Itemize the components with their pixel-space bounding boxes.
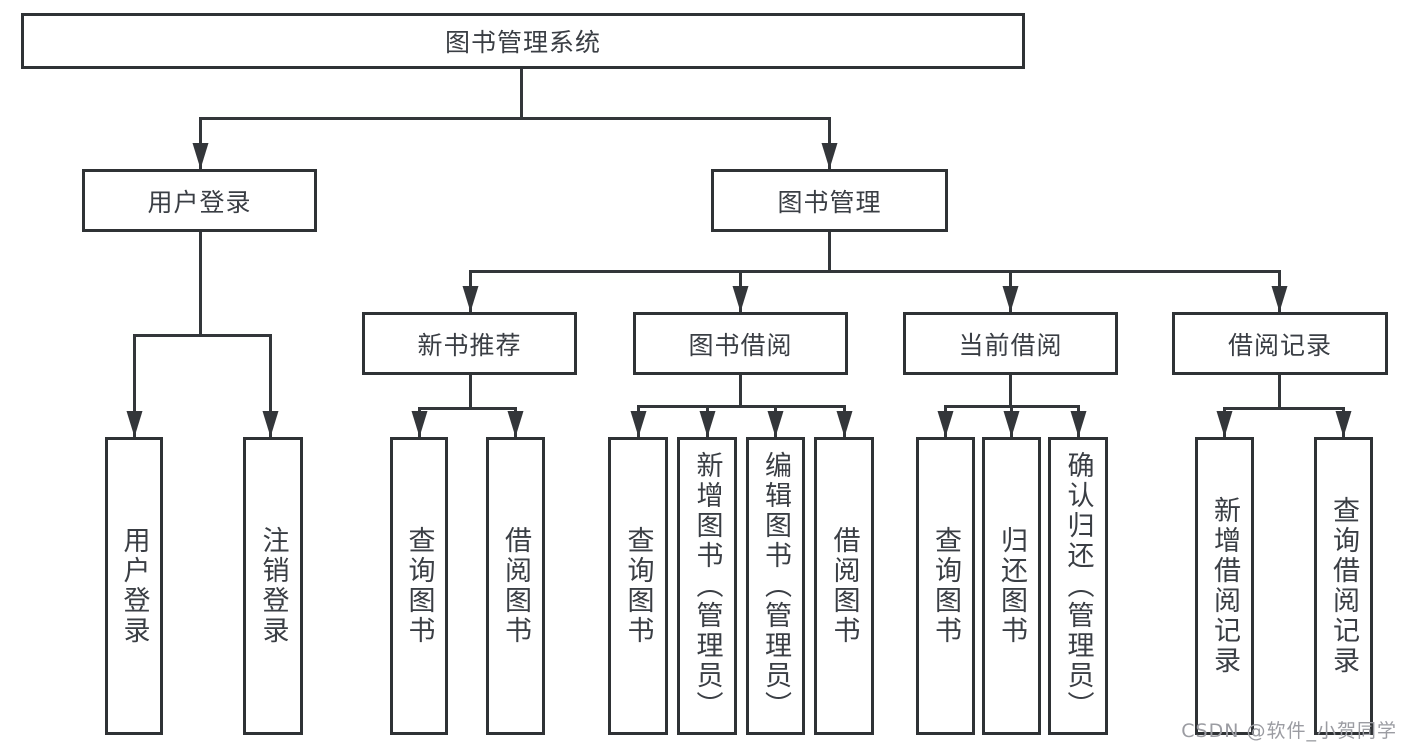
connector-book-management-to-level3 (462, 232, 1288, 312)
node-label: 新书推荐 (417, 330, 522, 360)
leaf-label: 查询借阅记录 (1328, 496, 1359, 676)
leaf-label: 借阅图书 (500, 526, 531, 646)
leaf-return-books: 归还图书 (982, 437, 1041, 735)
node-label: 当前借阅 (958, 330, 1063, 360)
arrowhead (836, 411, 853, 437)
arrowhead (262, 411, 279, 437)
leaf-add-books-admin: 新增图书（管理员） (677, 437, 737, 735)
leaf-label: 归还图书 (996, 526, 1027, 646)
arrowhead (1002, 286, 1019, 312)
connector-user-login-to-leaves (126, 232, 279, 437)
arrowhead (1070, 411, 1087, 437)
arrowhead (767, 411, 784, 437)
leaf-borrow-books-recommend: 借阅图书 (486, 437, 545, 735)
arrowhead (821, 143, 838, 169)
leaf-label: 编辑图书（管理员） (760, 451, 791, 721)
leaf-query-books-borrowing: 查询图书 (608, 437, 668, 735)
node-book-management: 图书管理 (711, 169, 948, 232)
node-user-login: 用户登录 (82, 169, 317, 232)
csdn-watermark: CSDN @软件_小贺同学 (1181, 720, 1397, 742)
arrowhead (126, 411, 143, 437)
leaf-label: 用户登录 (118, 526, 150, 646)
arrowhead (630, 411, 647, 437)
leaf-query-books-recommend: 查询图书 (390, 437, 448, 735)
node-current-borrowing: 当前借阅 (903, 312, 1118, 375)
node-root-library-management-system: 图书管理系统 (21, 13, 1025, 69)
connector-borrowing-records-to-leaves (1216, 375, 1352, 437)
arrowhead (732, 286, 749, 312)
connector-new-book-recommendation-to-leaves (411, 375, 524, 437)
leaf-borrow-books: 借阅图书 (814, 437, 874, 735)
leaf-label: 借阅图书 (828, 526, 860, 646)
leaf-confirm-return-admin: 确认归还（管理员） (1048, 437, 1108, 735)
node-label: 图书管理 (777, 187, 882, 217)
arrowhead (462, 286, 479, 312)
leaf-label: 查询图书 (622, 526, 654, 646)
leaf-label: 新增借阅记录 (1209, 496, 1240, 676)
arrowhead (1335, 411, 1352, 437)
arrowhead (411, 411, 428, 437)
leaf-query-borrow-record: 查询借阅记录 (1314, 437, 1373, 735)
node-new-book-recommendation: 新书推荐 (362, 312, 577, 375)
leaf-logout: 注销登录 (243, 437, 303, 735)
connector-current-borrowing-to-leaves (937, 375, 1087, 437)
node-label: 用户登录 (147, 187, 252, 217)
node-label: 图书管理系统 (444, 28, 601, 57)
node-borrowing-records: 借阅记录 (1172, 312, 1388, 375)
leaf-label: 注销登录 (257, 526, 289, 646)
arrowhead (1216, 411, 1233, 437)
arrowhead (937, 411, 954, 437)
connector-book-borrowing-to-leaves (630, 375, 853, 437)
leaf-label: 查询图书 (930, 526, 961, 646)
arrowhead (507, 411, 524, 437)
leaf-user-login: 用户登录 (105, 437, 163, 735)
leaf-edit-books-admin: 编辑图书（管理员） (746, 437, 805, 735)
arrowhead (1003, 411, 1020, 437)
node-label: 借阅记录 (1227, 330, 1332, 360)
leaf-label: 查询图书 (403, 526, 435, 646)
leaf-label: 新增图书（管理员） (691, 451, 723, 721)
node-label: 图书借阅 (688, 330, 793, 360)
node-book-borrowing: 图书借阅 (633, 312, 848, 375)
arrowhead (192, 143, 209, 169)
leaf-query-books-current: 查询图书 (916, 437, 975, 735)
connector-root-to-level2 (192, 69, 838, 169)
arrowhead (699, 411, 716, 437)
leaf-label: 确认归还（管理员） (1062, 451, 1094, 721)
leaf-add-borrow-record: 新增借阅记录 (1195, 437, 1254, 735)
arrowhead (1271, 286, 1288, 312)
